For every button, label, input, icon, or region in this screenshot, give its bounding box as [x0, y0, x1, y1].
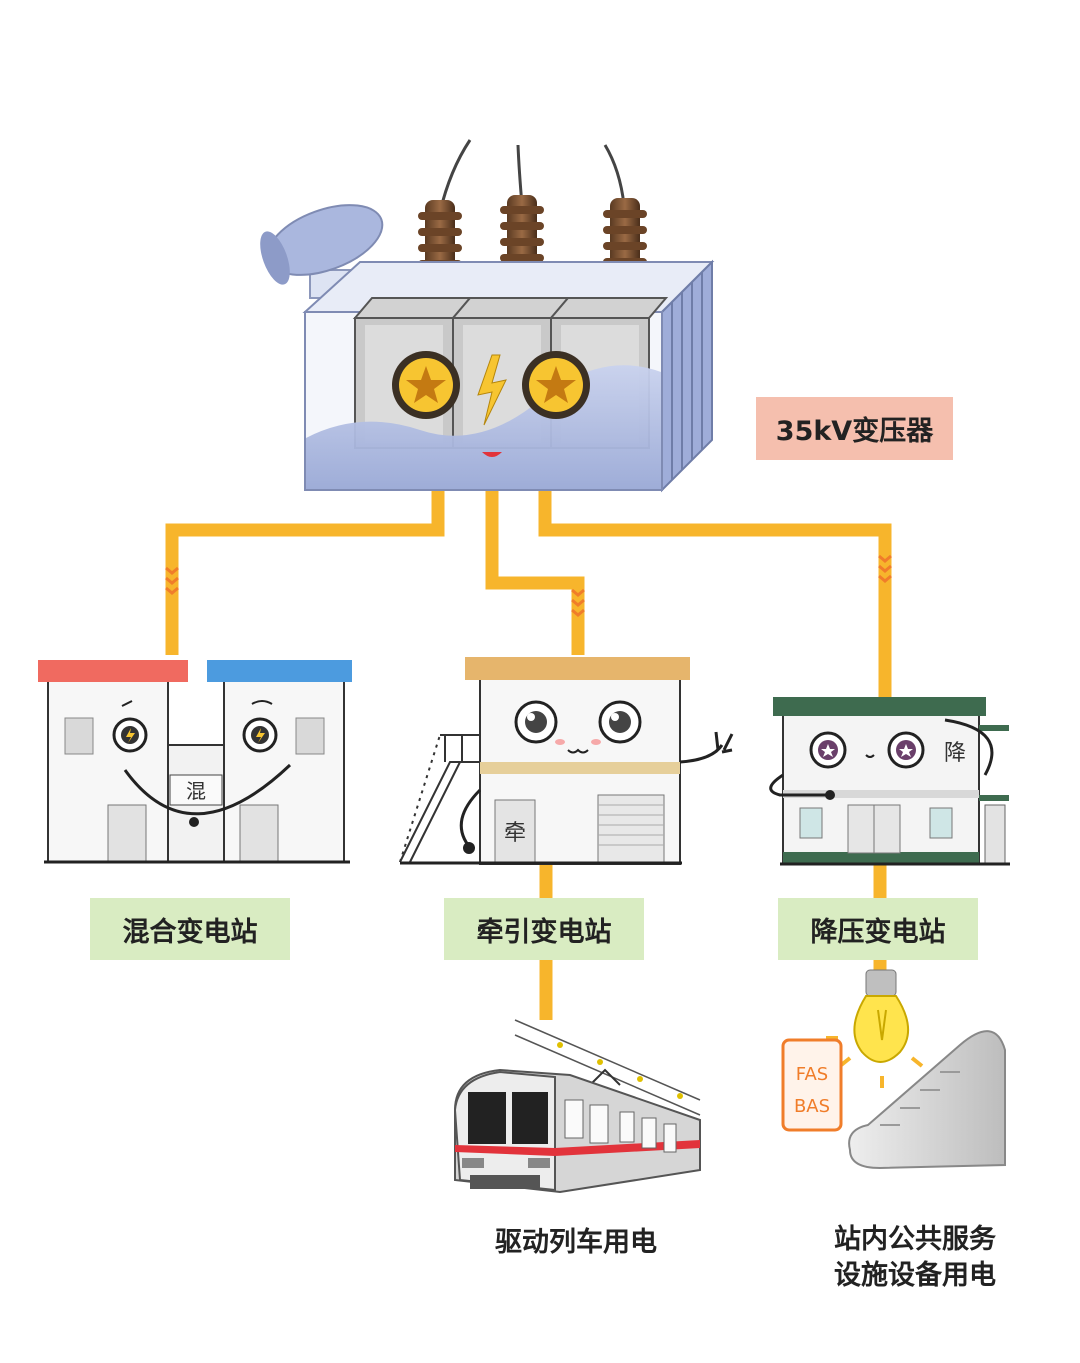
- stepdown-substation-label-text: 降压变电站: [810, 916, 946, 948]
- hybrid-substation-label-text: 混合变电站: [122, 916, 258, 948]
- traction-face: [459, 700, 734, 854]
- station-equipment: FAS BAS: [781, 969, 1006, 1170]
- train-power-caption: 驱动列车用电: [466, 1225, 686, 1261]
- hybrid-roof-red: [38, 660, 188, 682]
- traction-stairs: [399, 734, 480, 863]
- hybrid-roof-blue: [207, 660, 352, 682]
- escalator: [848, 1030, 1006, 1170]
- cable-to-hybrid: [165, 490, 445, 655]
- stepdown-sign-text: 降: [944, 741, 966, 766]
- metro-train: [453, 1019, 701, 1194]
- transformer-label-text: 35kV变压器: [775, 416, 934, 447]
- transformer-35kv: [260, 139, 715, 493]
- traction-substation-building: 牵: [399, 657, 734, 865]
- hybrid-substation-label: 混合变电站: [90, 898, 290, 960]
- traction-sign-text: 牵: [504, 821, 526, 846]
- hybrid-face: [112, 700, 292, 827]
- traction-substation-label-text: 牵引变电站: [476, 916, 612, 948]
- station-power-caption-line2: 设施设备用电: [834, 1260, 996, 1291]
- traction-roof: [465, 657, 690, 680]
- cable-chevrons: [165, 554, 892, 617]
- hybrid-sign-text: 混: [186, 779, 206, 803]
- transformer-face: [392, 351, 590, 457]
- stepdown-roof: [773, 697, 986, 716]
- station-power-caption: 站内公共服务 设施设备用电: [805, 1222, 1025, 1294]
- stepdown-substation-building: 降: [769, 697, 1010, 866]
- traction-substation-label: 牵引变电站: [444, 898, 644, 960]
- bushings: [415, 139, 650, 292]
- fas-sign: FAS: [796, 1064, 828, 1085]
- fas-bas-panel: FAS BAS: [781, 1038, 843, 1132]
- light-bulb: [826, 969, 924, 1088]
- bas-sign: BAS: [794, 1096, 830, 1117]
- stepdown-substation-label: 降压变电站: [778, 898, 978, 960]
- train-power-caption-text: 驱动列车用电: [495, 1227, 657, 1258]
- stepdown-face: [769, 718, 994, 800]
- station-power-caption-line1: 站内公共服务: [834, 1224, 996, 1255]
- radiator-fins: [661, 259, 713, 493]
- cable-to-traction: [485, 490, 585, 655]
- cable-to-stepdown: [538, 490, 892, 697]
- transformer-label: 35kV变压器: [756, 397, 953, 460]
- hybrid-substation-building: 混: [38, 660, 352, 864]
